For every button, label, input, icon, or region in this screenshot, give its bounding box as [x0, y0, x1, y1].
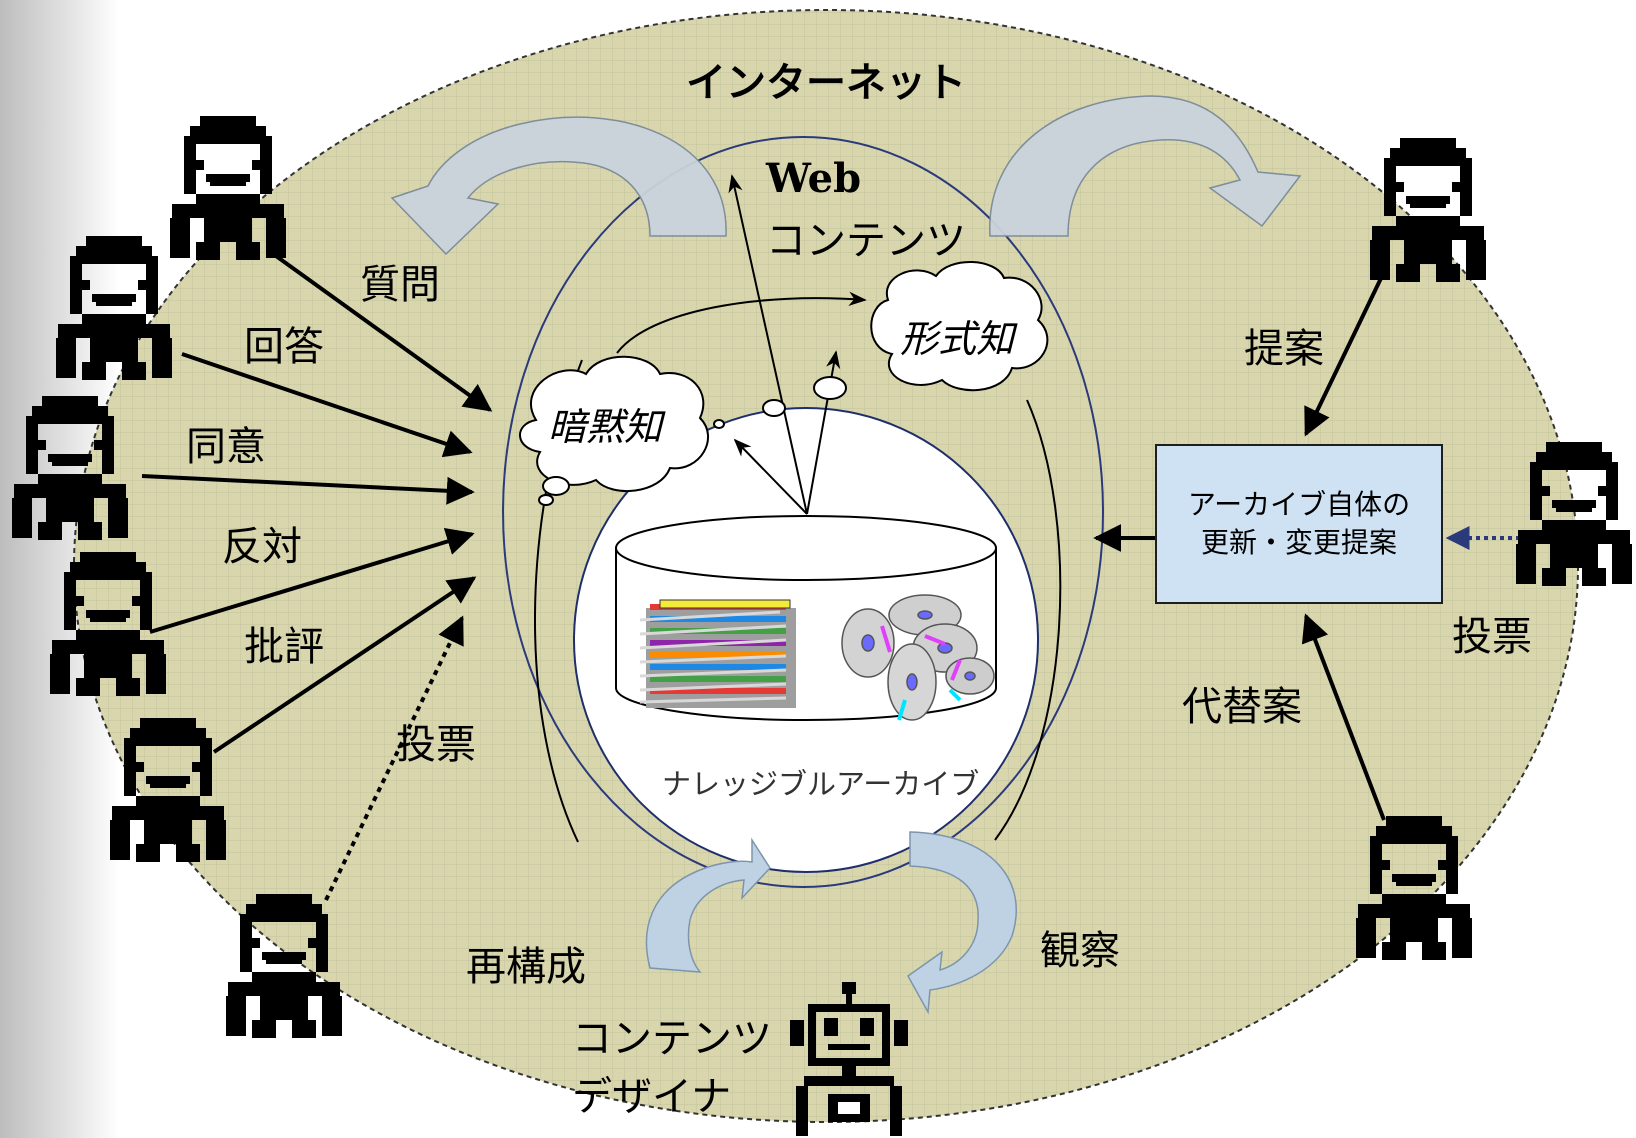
critique-label: 批評	[244, 624, 324, 670]
vote-label-left: 投票	[396, 722, 476, 768]
left-action-arrows	[141, 254, 493, 901]
inner-arc-top-arrow	[616, 291, 867, 354]
document-stack-icon	[639, 599, 796, 708]
internet-label: インターネット	[686, 60, 966, 106]
top-left-curved-arrow	[390, 116, 727, 256]
web-contents-label-line1: Web	[766, 155, 862, 202]
observe-label: 観察	[1040, 928, 1120, 974]
top-right-curved-arrow	[989, 95, 1302, 237]
answer-label: 回答	[244, 324, 324, 370]
person-icon-voter-left	[226, 894, 342, 1038]
proposal-box-line2: 更新・変更提案	[1200, 526, 1397, 559]
question-label: 質問	[360, 262, 440, 308]
reconstruct-label: 再構成	[466, 944, 586, 990]
right-action-arrows	[1093, 271, 1386, 821]
person-icon-questioner	[170, 116, 286, 260]
agree-label: 同意	[186, 424, 266, 470]
observe-cycle-arrow	[907, 831, 1017, 1015]
proposal-label: 提案	[1244, 326, 1324, 372]
explicit-knowledge-label: 形式知	[900, 317, 1015, 361]
archive-update-proposal-box: アーカイブ自体の 更新・変更提案	[1155, 444, 1443, 604]
tacit-knowledge-cloud	[519, 355, 725, 506]
archive-label: ナレッジブルアーカイブ	[662, 767, 980, 801]
cd-disc-icons	[841, 594, 995, 721]
vote-label-right: 投票	[1452, 614, 1532, 660]
content-designer-label-line1: コンテンツ	[572, 1016, 772, 1062]
oppose-label: 反対	[222, 524, 302, 570]
inner-arc-right	[994, 399, 1062, 841]
tacit-knowledge-label: 暗黙知	[548, 405, 663, 449]
web-contents-label-line2: コンテンツ	[766, 218, 966, 264]
content-designer-label-line2: デザイナ	[572, 1074, 732, 1120]
web-contents-ellipse	[502, 136, 1104, 888]
alternative-label: 代替案	[1182, 684, 1302, 730]
person-icon-proposer	[1370, 138, 1486, 282]
proposal-box-line1: アーカイブ自体の	[1187, 488, 1411, 522]
reconstruct-cycle-arrow	[645, 837, 771, 973]
explicit-knowledge-cloud	[762, 261, 1049, 417]
